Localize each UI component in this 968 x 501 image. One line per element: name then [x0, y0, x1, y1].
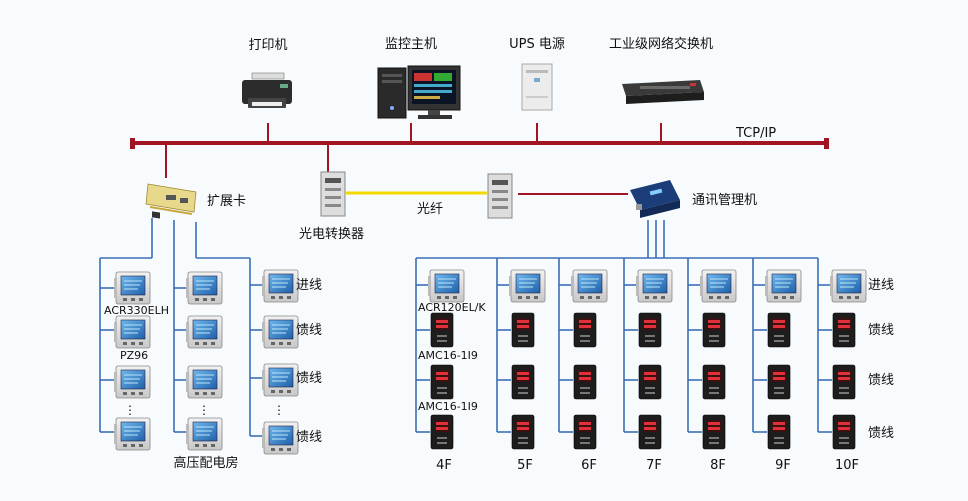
meter-model-label: AMC16-1I9 — [418, 349, 478, 362]
line-type-label: 馈线 — [296, 323, 322, 338]
meter-icon — [113, 315, 151, 349]
meter-icon — [261, 421, 299, 455]
meter-icon — [570, 269, 608, 303]
network-switch-icon — [622, 80, 704, 104]
rail-meter-icon — [832, 312, 856, 348]
rail-meter-icon — [702, 414, 726, 450]
rail-meter-icon — [573, 312, 597, 348]
switch-label: 工业级网络交换机 — [609, 36, 713, 52]
printer-label: 打印机 — [248, 38, 287, 53]
line-type-label: 馈线 — [296, 430, 322, 445]
meter-model-label: ACR330ELH — [104, 304, 169, 317]
left-group-wiring — [99, 218, 262, 437]
tcp-ip-bus — [130, 123, 829, 195]
rail-meter-icon — [767, 364, 791, 400]
rail-meter-icon — [573, 364, 597, 400]
comm-manager-label: 通讯管理机 — [692, 193, 757, 208]
tcp-ip-label: TCP/IP — [735, 126, 776, 141]
rail-meter-icon — [511, 414, 535, 450]
rail-meter-icon — [511, 364, 535, 400]
meter-model-label: PZ96 — [120, 349, 148, 362]
meter-icon — [508, 269, 546, 303]
meter-icon — [185, 365, 223, 399]
rail-meter-icon — [832, 364, 856, 400]
printer-icon — [242, 72, 292, 108]
room-label: 高压配电房 — [173, 455, 238, 471]
ellipsis-label: ⋮ — [124, 403, 136, 417]
rail-meter-icon — [638, 312, 662, 348]
ellipsis-label: ⋮ — [273, 403, 285, 417]
line-type-label: 馈线 — [868, 373, 894, 388]
monitor-host-icon — [377, 65, 461, 119]
line-type-label: 馈线 — [868, 426, 894, 441]
meter-icon — [699, 269, 737, 303]
floor-label: 8F — [710, 458, 726, 473]
ellipsis-label: ⋮ — [198, 403, 210, 417]
meter-icon — [113, 417, 151, 451]
meter-model-label: AMC16-1I9 — [418, 400, 478, 413]
meter-model-label: ACR120EL/K — [418, 301, 486, 314]
meter-icon — [764, 269, 802, 303]
floor-label: 6F — [581, 458, 597, 473]
rail-meter-icon — [832, 414, 856, 450]
rail-meter-icon — [430, 364, 454, 400]
meter-icon — [261, 315, 299, 349]
rail-meter-icon — [767, 414, 791, 450]
comm-manager-icon — [630, 180, 680, 218]
line-type-label: 进线 — [868, 278, 894, 293]
meter-icon — [113, 365, 151, 399]
rail-meter-icon — [638, 364, 662, 400]
meter-icon — [427, 269, 465, 303]
ups-label: UPS 电源 — [509, 37, 565, 52]
floor-label: 9F — [775, 458, 791, 473]
fiber-label: 光纤 — [417, 202, 443, 217]
rail-meter-icon — [767, 312, 791, 348]
rail-meter-icon — [638, 414, 662, 450]
meter-icon — [829, 269, 867, 303]
line-type-label: 馈线 — [296, 371, 322, 386]
floor-label: 4F — [436, 458, 452, 473]
rail-meter-icon — [430, 414, 454, 450]
expansion-card-label: 扩展卡 — [207, 194, 246, 209]
rail-meter-icon — [511, 312, 535, 348]
rail-meter-icon — [573, 414, 597, 450]
meter-icon — [185, 271, 223, 305]
floor-label: 7F — [646, 458, 662, 473]
monitor-host-label: 监控主机 — [385, 37, 437, 52]
floor-label: 10F — [835, 458, 859, 473]
meter-icon — [261, 269, 299, 303]
expansion-card-icon — [145, 183, 197, 219]
line-type-label: 馈线 — [868, 323, 894, 338]
floor-label: 5F — [517, 458, 533, 473]
meter-icon — [185, 315, 223, 349]
meter-icon — [113, 271, 151, 305]
fiber-converter-right-icon — [487, 173, 513, 219]
meter-icon — [635, 269, 673, 303]
rail-meter-icon — [430, 312, 454, 348]
ups-icon — [521, 63, 553, 111]
right-group-wiring — [415, 220, 832, 433]
fiber-converter-label: 光电转换器 — [299, 227, 364, 242]
meter-icon — [185, 417, 223, 451]
fiber-converter-left-icon — [320, 171, 346, 217]
rail-meter-icon — [702, 364, 726, 400]
meter-icon — [261, 363, 299, 397]
rail-meter-icon — [702, 312, 726, 348]
line-type-label: 进线 — [296, 278, 322, 293]
